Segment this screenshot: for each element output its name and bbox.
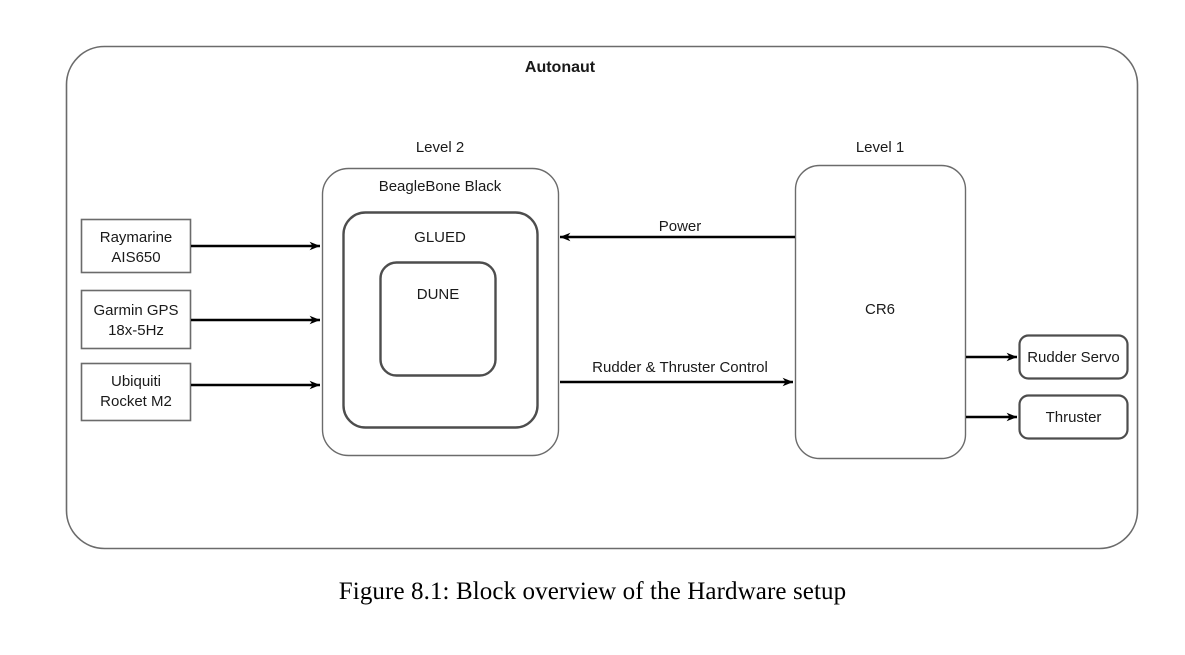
node-dune[interactable] [380, 262, 496, 376]
figure-caption: Figure 8.1: Block overview of the Hardwa… [338, 578, 847, 605]
sensor-box-garmin [80, 289, 192, 350]
node-cr6[interactable] [795, 165, 966, 459]
sensor-box-ubiquiti [80, 362, 192, 422]
sensor-box-raymarine [80, 218, 192, 274]
actuator-box-rudder-servo [1018, 334, 1129, 380]
actuator-rudder-servo[interactable] [1019, 335, 1128, 379]
actuator-thruster[interactable] [1019, 395, 1128, 439]
sensor-garmin-gps-18x-5hz[interactable] [81, 290, 191, 349]
sensor-ubiquiti-rocket-m2[interactable] [81, 363, 191, 421]
autonaut-container [65, 45, 1139, 550]
dune-box [379, 261, 497, 377]
sensor-raymarine-ais650[interactable] [81, 219, 191, 273]
cr6-box [794, 164, 967, 460]
actuator-box-thruster [1018, 394, 1129, 440]
